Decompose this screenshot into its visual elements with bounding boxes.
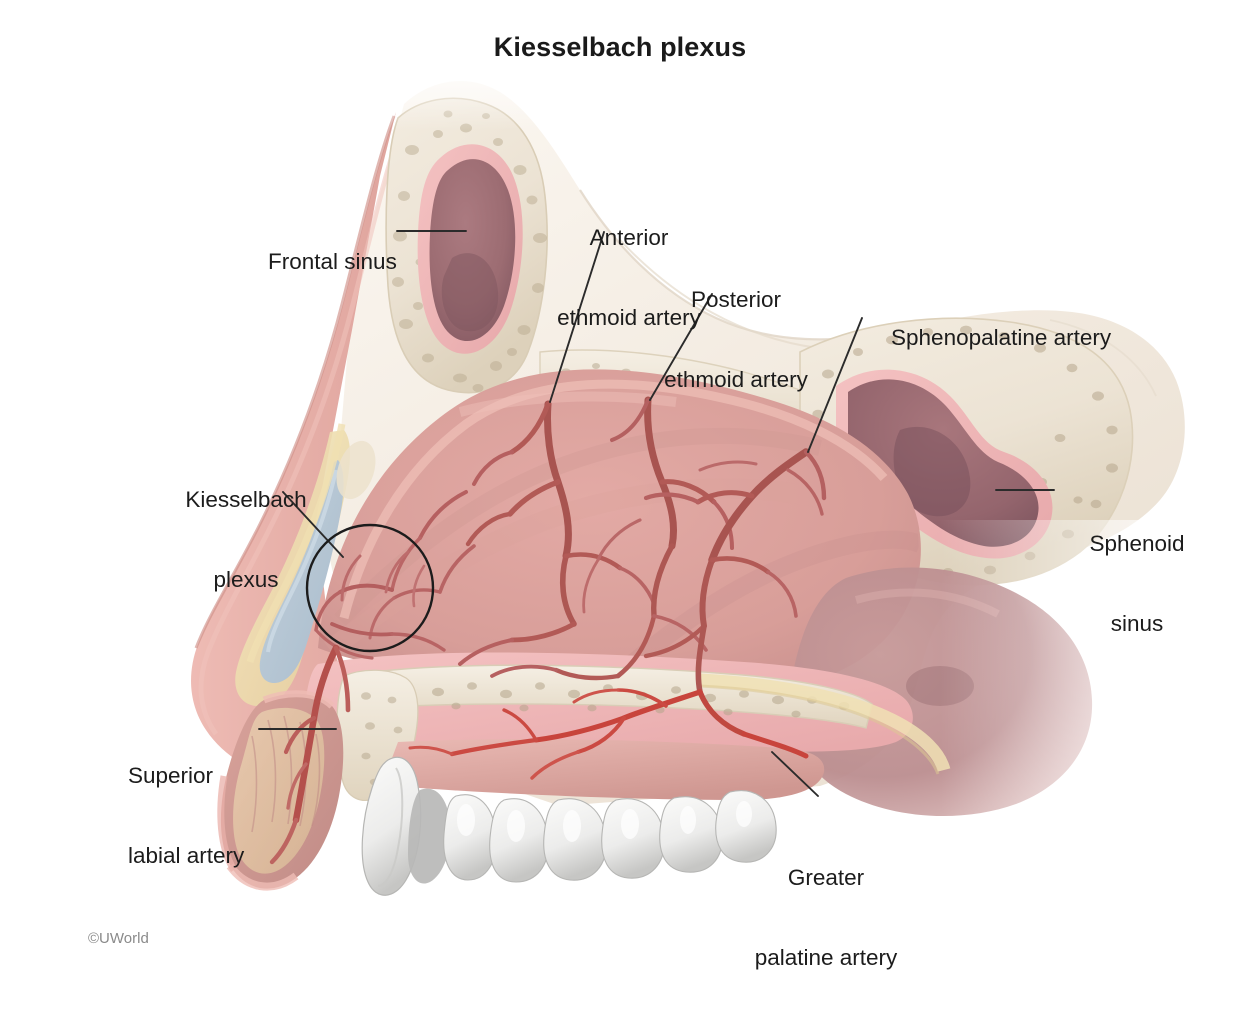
label-sphenoid-sinus: Sphenoid sinus xyxy=(1062,478,1212,690)
leader-lines xyxy=(258,230,1055,797)
leader-posterior-ethmoid xyxy=(649,293,713,401)
nasal-dorsum-skin xyxy=(191,112,407,783)
label-superior-labial-artery: Superior labial artery xyxy=(128,710,244,922)
label-sphenopalatine-artery: Sphenopalatine artery xyxy=(866,298,1111,378)
label-greater-palatine-line-1: Greater xyxy=(787,865,865,891)
leader-sphenopalatine xyxy=(807,317,863,453)
anatomy-artwork xyxy=(191,60,1240,896)
posterior-ethmoid-artery xyxy=(610,396,734,679)
label-sphenopalatine-line-1: Sphenopalatine artery xyxy=(891,324,1112,350)
label-superior-labial-line-2: labial artery xyxy=(128,842,245,868)
label-kiesselbach-plexus-line-2: plexus xyxy=(213,566,279,592)
label-superior-labial-line-1: Superior xyxy=(128,763,214,789)
anterior-ethmoid-artery xyxy=(465,400,656,627)
label-frontal-sinus-line-1: Frontal sinus xyxy=(268,248,397,274)
leader-kiesselbach xyxy=(282,491,344,558)
label-anterior-ethmoid-line-2: ethmoid artery xyxy=(557,304,701,330)
hard-palate xyxy=(303,652,951,801)
nasopharynx xyxy=(789,520,1240,860)
kiesselbach-plexus-vessels xyxy=(314,550,446,660)
label-posterior-ethmoid-line-1: Posterior xyxy=(690,287,782,313)
copyright-notice: ©UWorld xyxy=(88,930,149,947)
leader-greater-palatine xyxy=(771,751,819,797)
label-kiesselbach-plexus-line-1: Kiesselbach xyxy=(185,487,307,513)
label-sphenoid-sinus-line-2: sinus xyxy=(1110,610,1164,636)
label-posterior-ethmoid-line-2: ethmoid artery xyxy=(664,366,808,392)
superior-labial-artery xyxy=(269,644,351,865)
label-frontal-sinus: Frontal sinus xyxy=(243,222,397,302)
leader-anterior-ethmoid xyxy=(549,231,605,403)
label-posterior-ethmoid-artery: Posterior ethmoid artery xyxy=(636,234,836,446)
figure-title: Kiesselbach plexus xyxy=(493,32,747,62)
septal-vessel-network xyxy=(390,460,824,681)
maxillary-teeth xyxy=(361,756,777,896)
frontal-sinus-group xyxy=(385,97,548,394)
label-anterior-ethmoid-line-1: Anterior xyxy=(589,225,669,251)
nasal-cartilage xyxy=(235,423,376,707)
greater-palatine-artery xyxy=(408,623,809,780)
label-greater-palatine-artery: Greater palatine artery xyxy=(718,812,934,1024)
illustration-canvas: Kiesselbach plexus Frontal sinus Anterio… xyxy=(88,32,1240,970)
label-sphenoid-sinus-line-1: Sphenoid xyxy=(1089,531,1185,557)
label-kiesselbach-plexus: Kiesselbach plexus xyxy=(146,434,346,646)
sphenopalatine-artery xyxy=(643,448,827,659)
label-anterior-ethmoid-artery: Anterior ethmoid artery xyxy=(529,172,729,384)
kiesselbach-circle-marker xyxy=(305,523,435,653)
label-greater-palatine-line-2: palatine artery xyxy=(754,944,898,970)
arterial-tree xyxy=(269,396,827,865)
